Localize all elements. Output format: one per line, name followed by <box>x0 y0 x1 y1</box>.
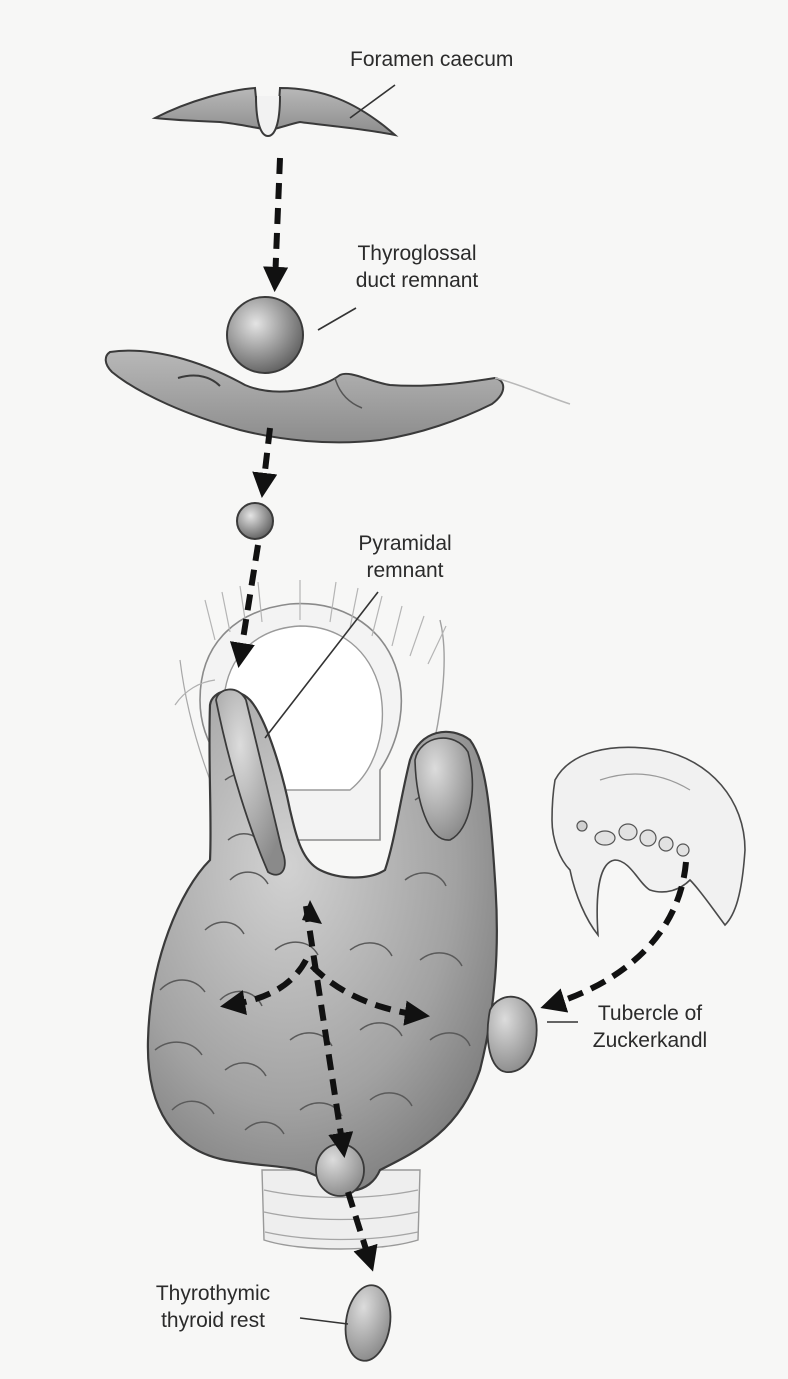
arrow-foramen-to-duct <box>275 158 280 282</box>
label-pyramidal-remnant: Pyramidal remnant <box>340 530 470 584</box>
label-thyrothymic-line2: thyroid rest <box>128 1307 298 1334</box>
label-thyroglossal-line1: Thyroglossal <box>332 240 502 267</box>
label-thyroglossal-line2: duct remnant <box>332 267 502 294</box>
thyroglossal-leader <box>318 308 356 330</box>
embryo-figure <box>552 747 745 935</box>
label-thyrothymic-thyroid-rest: Thyrothymic thyroid rest <box>128 1280 298 1334</box>
thyroglossal-duct-remnant <box>227 297 303 373</box>
label-pyramidal-line2: remnant <box>340 557 470 584</box>
label-thyrothymic-line1: Thyrothymic <box>128 1280 298 1307</box>
label-tubercle-line2: Zuckerkandl <box>580 1027 720 1054</box>
label-foramen-caecum: Foramen caecum <box>350 46 513 73</box>
label-tubercle-line1: Tubercle of <box>580 1000 720 1027</box>
label-thyroglossal-duct-remnant: Thyroglossal duct remnant <box>332 240 502 294</box>
descending-nodule <box>237 503 273 539</box>
label-pyramidal-line1: Pyramidal <box>340 530 470 557</box>
foramen-caecum-leader <box>350 85 395 118</box>
thyrothymic-leader <box>300 1318 348 1324</box>
thyrothymic-rest <box>341 1282 395 1363</box>
hyoid-bone <box>106 351 570 443</box>
label-tubercle-of-zuckerkandl: Tubercle of Zuckerkandl <box>580 1000 720 1054</box>
arrow-hyoid-to-nodule <box>263 428 270 488</box>
